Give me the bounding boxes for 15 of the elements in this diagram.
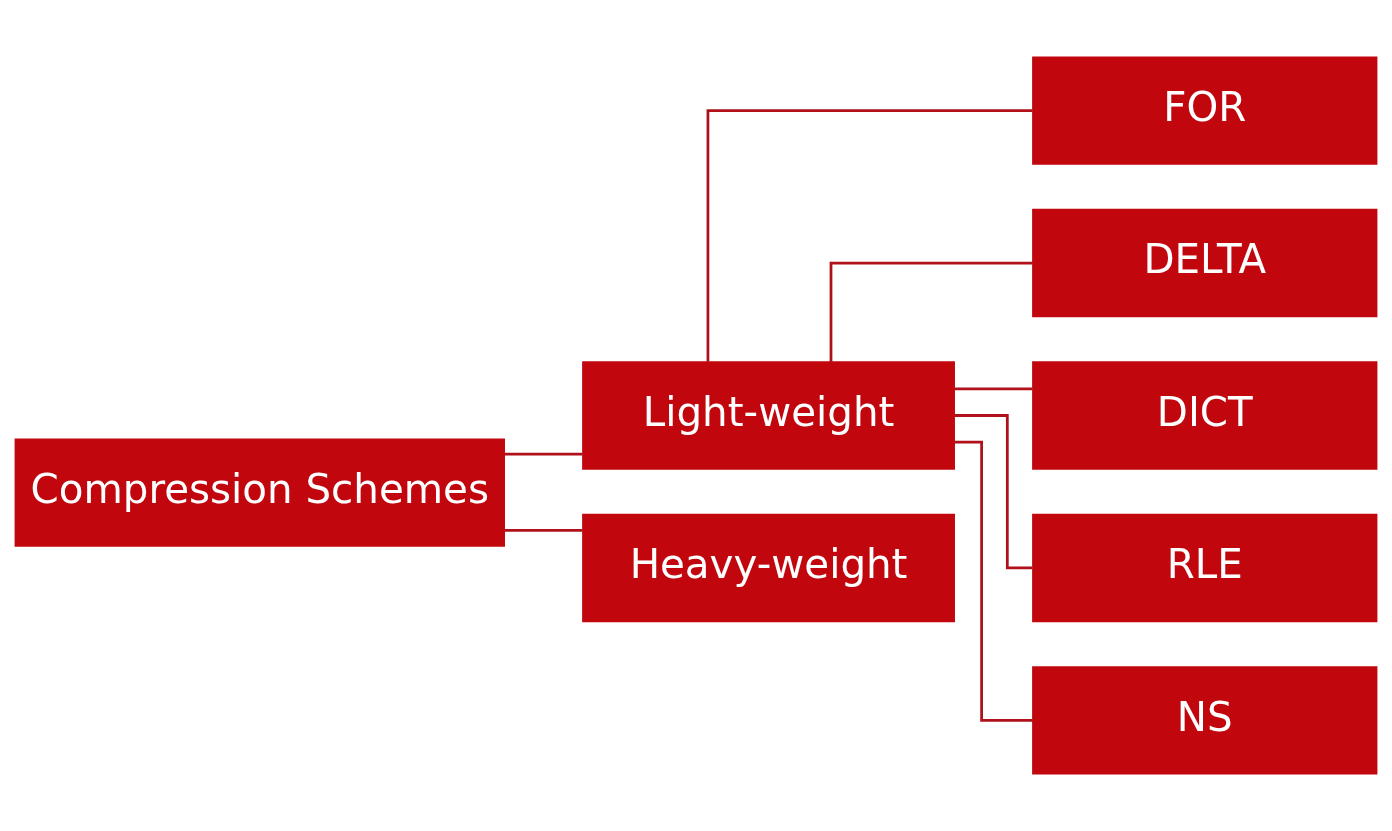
node-box: NS (1032, 666, 1378, 775)
node-box: RLE (1032, 513, 1378, 623)
node-box: DELTA (1032, 208, 1378, 318)
node-box: Compression Schemes (14, 438, 505, 547)
connector (954, 387, 1033, 391)
node-box: Light-weight (582, 361, 955, 470)
connector (954, 414, 1033, 570)
node-box: DICT (1032, 361, 1378, 470)
node-box: Heavy-weight (582, 513, 955, 623)
connector (954, 440, 1033, 722)
connector (504, 452, 583, 456)
connector (829, 261, 1033, 363)
node-box: FOR (1032, 56, 1378, 165)
connector (706, 109, 1033, 362)
connector (504, 528, 583, 532)
